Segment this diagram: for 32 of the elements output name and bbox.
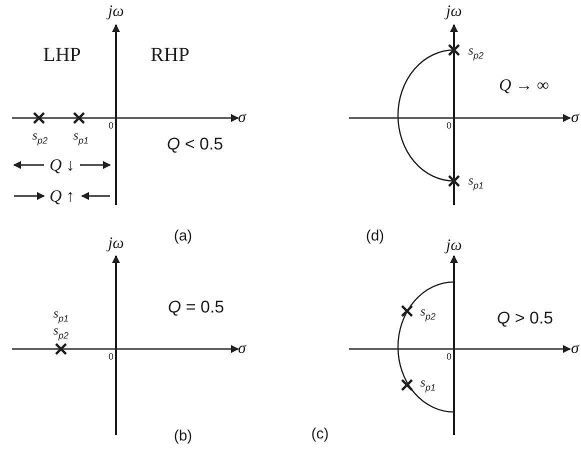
pole-label: s$_{p2}$ <box>420 304 436 322</box>
region-label: LHP <box>43 45 81 65</box>
origin-label: 0 <box>108 352 114 362</box>
axis-label: σ <box>238 341 246 357</box>
origin-label: 0 <box>108 122 114 130</box>
pole-label: s$_{p1}$ <box>468 174 484 190</box>
pole-label: s$_{p2}$ <box>468 44 484 60</box>
axis-label: σ <box>571 341 579 357</box>
condition-label: Q < 0.5 <box>166 136 224 152</box>
direction-label: Q ↑ <box>49 188 75 204</box>
axis-label: jω <box>446 238 462 254</box>
condition-label: Q → ∞ <box>499 76 549 94</box>
axis-label: σ <box>571 110 579 126</box>
pole-label: s$_{p2}$ <box>53 324 69 340</box>
origin-label: 0 <box>446 122 452 130</box>
pole-label: s$_{p2}$ <box>32 128 48 146</box>
origin-label: 0 <box>446 352 452 362</box>
panel-label: (d) <box>366 228 384 244</box>
direction-label: Q ↓ <box>49 156 75 174</box>
condition-label: Q > 0.5 <box>496 310 554 326</box>
axis-label: jω <box>446 4 462 20</box>
pole-label: s$_{p1}$ <box>420 376 436 392</box>
axis-label: jω <box>108 4 124 20</box>
axis-label: jω <box>108 236 124 252</box>
pole-label: s$_{p1}$ <box>73 128 89 146</box>
panel-label: (c) <box>311 426 329 442</box>
region-label: RHP <box>150 45 190 65</box>
condition-label: Q = 0.5 <box>168 298 224 316</box>
panel-label: (b) <box>174 428 192 444</box>
axis-label: σ <box>238 110 246 126</box>
pole-label: s$_{p1}$ <box>53 306 69 324</box>
panel-label: (a) <box>174 228 192 244</box>
